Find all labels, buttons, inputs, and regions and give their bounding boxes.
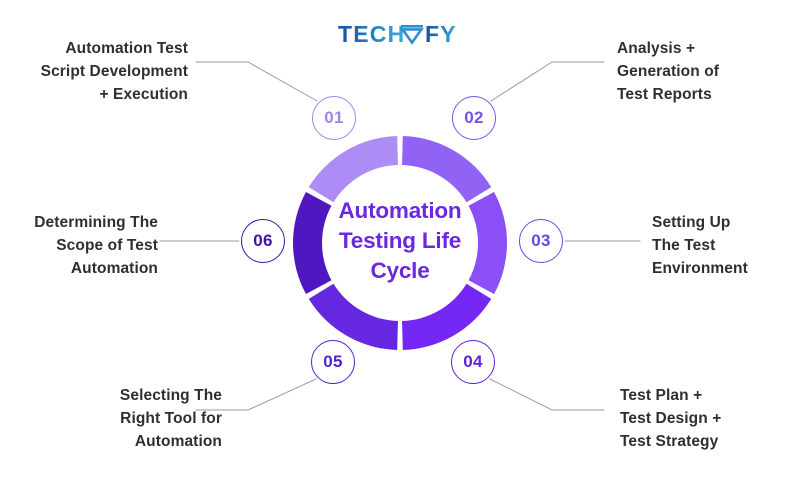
center-title: Automation Testing Life Cycle	[338, 198, 462, 283]
donut-ring	[293, 136, 507, 350]
step-badge-03[interactable]: 03	[519, 219, 563, 263]
step-badge-02[interactable]: 02	[452, 96, 496, 140]
connector-lines	[159, 61, 641, 411]
ring-segment-04[interactable]	[402, 283, 492, 350]
connector-line-02	[490, 61, 605, 102]
step-badge-05[interactable]: 05	[311, 340, 355, 384]
step-label-02: Analysis + Generation of Test Reports	[617, 40, 720, 103]
step-label-01: Automation Test Script Development + Exe…	[40, 40, 188, 103]
ring-segment-01[interactable]	[308, 136, 398, 203]
connector-line-05	[195, 378, 317, 411]
ring-segment-06[interactable]	[293, 191, 332, 295]
step-label-04: Test Plan + Test Design + Test Strategy	[620, 387, 722, 450]
step-label-06: Determining The Scope of Test Automation	[34, 214, 158, 277]
step-badge-04[interactable]: 04	[451, 340, 495, 384]
step-badge-06[interactable]: 06	[241, 219, 285, 263]
connector-line-04	[489, 378, 605, 411]
step-label-03: Setting Up The Test Environment	[652, 214, 748, 277]
step-badge-01[interactable]: 01	[312, 96, 356, 140]
step-label-05: Selecting The Right Tool for Automation	[119, 387, 222, 450]
ring-segment-03[interactable]	[468, 191, 507, 295]
ring-segment-05[interactable]	[308, 283, 398, 350]
ring-segment-02[interactable]	[402, 136, 492, 203]
connector-line-01	[195, 61, 318, 102]
